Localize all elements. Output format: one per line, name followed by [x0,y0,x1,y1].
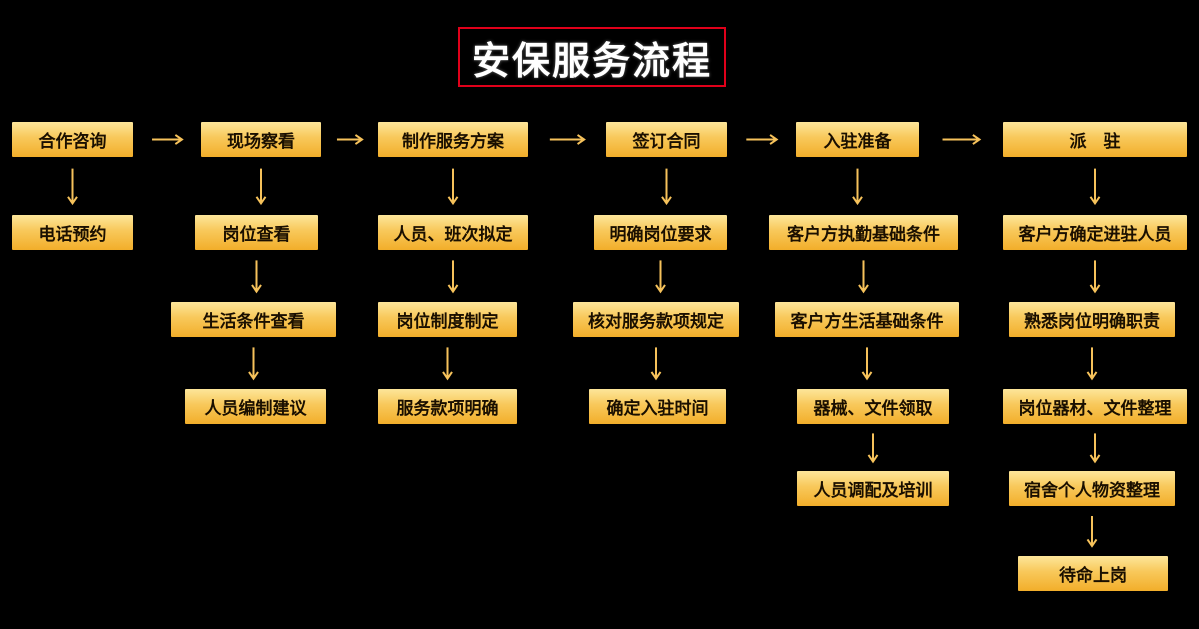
arrow-down [447,168,459,206]
step-box: 客户方生活基础条件 [775,302,959,337]
step-box: 生活条件查看 [171,302,336,337]
step-header-entry-prep: 入驻准备 [796,122,919,157]
arrow-right [549,134,586,145]
arrow-down [255,168,267,206]
step-header-service-plan: 制作服务方案 [378,122,528,157]
title-box: 安保服务流程 [458,27,726,87]
step-box: 电话预约 [12,215,133,250]
step-box: 器械、文件领取 [797,389,949,424]
step-box: 岗位查看 [195,215,318,250]
step-box: 客户方确定进驻人员 [1003,215,1187,250]
arrow-down [1086,516,1098,548]
step-box: 服务款项明确 [378,389,517,424]
step-box: 岗位制度制定 [378,302,517,337]
arrow-down [1089,433,1101,464]
step-header-site-survey: 现场察看 [201,122,321,157]
step-box: 客户方执勤基础条件 [769,215,958,250]
arrow-down [861,347,873,381]
step-header-sign-contract: 签订合同 [606,122,727,157]
arrow-down [867,433,879,464]
step-box: 人员编制建议 [185,389,326,424]
arrow-right [942,134,982,145]
step-box: 人员、班次拟定 [378,215,528,250]
step-box: 确定入驻时间 [589,389,726,424]
step-header-deploy: 派 驻 [1003,122,1187,157]
arrow-down [650,347,662,381]
arrow-right [746,134,779,145]
arrow-right [152,134,184,145]
arrow-right [336,134,364,145]
step-box: 人员调配及培训 [797,471,949,506]
page-title: 安保服务流程 [471,38,712,83]
arrow-down [655,260,666,294]
arrow-down [1089,260,1101,294]
arrow-down [858,260,869,294]
step-header-consult: 合作咨询 [12,122,133,157]
step-box: 明确岗位要求 [594,215,727,250]
arrow-down [67,168,78,206]
arrow-down [248,347,259,381]
step-box: 核对服务款项规定 [573,302,739,337]
arrow-down [442,347,453,381]
step-box: 岗位器材、文件整理 [1003,389,1187,424]
step-box: 宿舍个人物资整理 [1009,471,1175,506]
arrow-down [447,260,459,294]
arrow-down [852,168,863,206]
arrow-down [1089,168,1101,206]
step-box: 熟悉岗位明确职责 [1009,302,1175,337]
arrow-down [251,260,262,294]
step-box: 待命上岗 [1018,556,1168,591]
arrow-down [661,168,672,206]
arrow-down [1086,347,1098,381]
